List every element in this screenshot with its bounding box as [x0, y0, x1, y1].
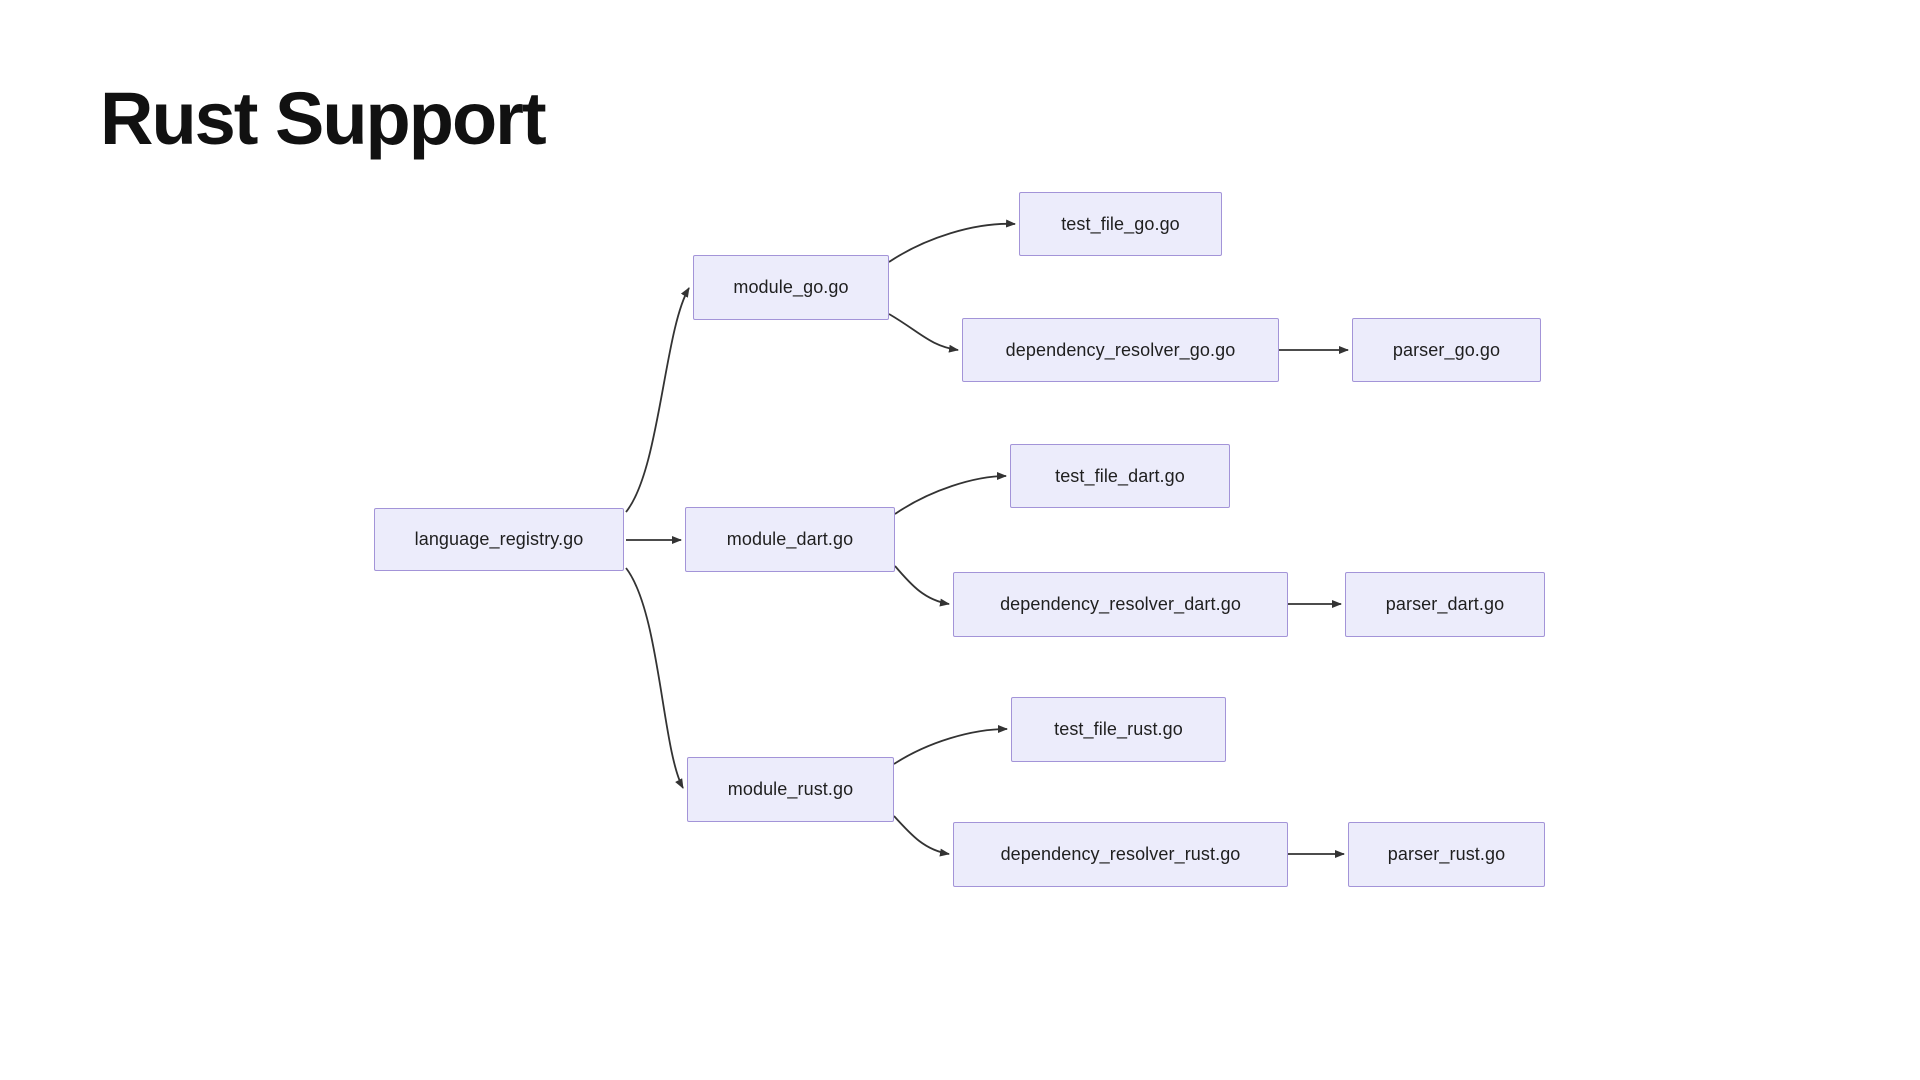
diagram-node-parser_go[interactable]: parser_go.go: [1352, 318, 1541, 382]
diagram-node-test_file_go[interactable]: test_file_go.go: [1019, 192, 1222, 256]
diagram-node-module_go[interactable]: module_go.go: [693, 255, 889, 320]
diagram-edge-language_registry-to-module_rust: [625, 567, 684, 789]
diagram-edge-module_go-to-dependency_resolver_go: [888, 313, 959, 353]
diagram-node-label: language_registry.go: [414, 529, 584, 549]
diagram-node-parser_dart[interactable]: parser_dart.go: [1345, 572, 1545, 637]
diagram-node-label: test_file_dart.go: [1055, 465, 1185, 486]
diagram-node-label: module_go.go: [733, 277, 849, 297]
diagram-edge-module_go-to-test_file_go: [888, 219, 1016, 263]
diagram-edge-module_rust-to-test_file_rust: [893, 725, 1008, 765]
diagram-node-label: module_rust.go: [727, 779, 854, 799]
diagram-node-parser_rust[interactable]: parser_rust.go: [1348, 822, 1545, 887]
diagram-node-module_dart[interactable]: module_dart.go: [685, 507, 895, 572]
diagram-node-label: test_file_rust.go: [1054, 719, 1183, 739]
diagram-node-label: dependency_resolver_go.go: [1005, 339, 1236, 360]
diagram-node-dependency_resolver_go[interactable]: dependency_resolver_go.go: [962, 318, 1279, 382]
diagram-edge-module_dart-to-test_file_dart: [894, 472, 1007, 515]
diagram-node-test_file_dart[interactable]: test_file_dart.go: [1010, 444, 1230, 508]
diagram-node-dependency_resolver_rust[interactable]: dependency_resolver_rust.go: [953, 822, 1288, 887]
diagram-node-language_registry[interactable]: language_registry.go: [374, 508, 624, 571]
diagram-node-label: dependency_resolver_dart.go: [1000, 594, 1241, 614]
diagram-node-label: parser_dart.go: [1385, 594, 1505, 614]
page-title: Rust Support: [100, 77, 547, 160]
diagram-node-label: parser_go.go: [1392, 339, 1501, 360]
diagram-edge-module_rust-to-dependency_resolver_rust: [893, 815, 950, 857]
diagram-node-module_rust[interactable]: module_rust.go: [687, 757, 894, 822]
diagram-node-label: module_dart.go: [726, 529, 854, 549]
diagram-edge-language_registry-to-module_go: [625, 287, 690, 513]
diagram-node-label: dependency_resolver_rust.go: [1000, 844, 1241, 864]
diagram-node-dependency_resolver_dart[interactable]: dependency_resolver_dart.go: [953, 572, 1288, 637]
diagram-node-test_file_rust[interactable]: test_file_rust.go: [1011, 697, 1226, 762]
diagram-node-label: test_file_go.go: [1061, 213, 1180, 234]
diagram-node-label: parser_rust.go: [1387, 844, 1506, 864]
diagram-edge-module_dart-to-dependency_resolver_dart: [894, 565, 950, 607]
